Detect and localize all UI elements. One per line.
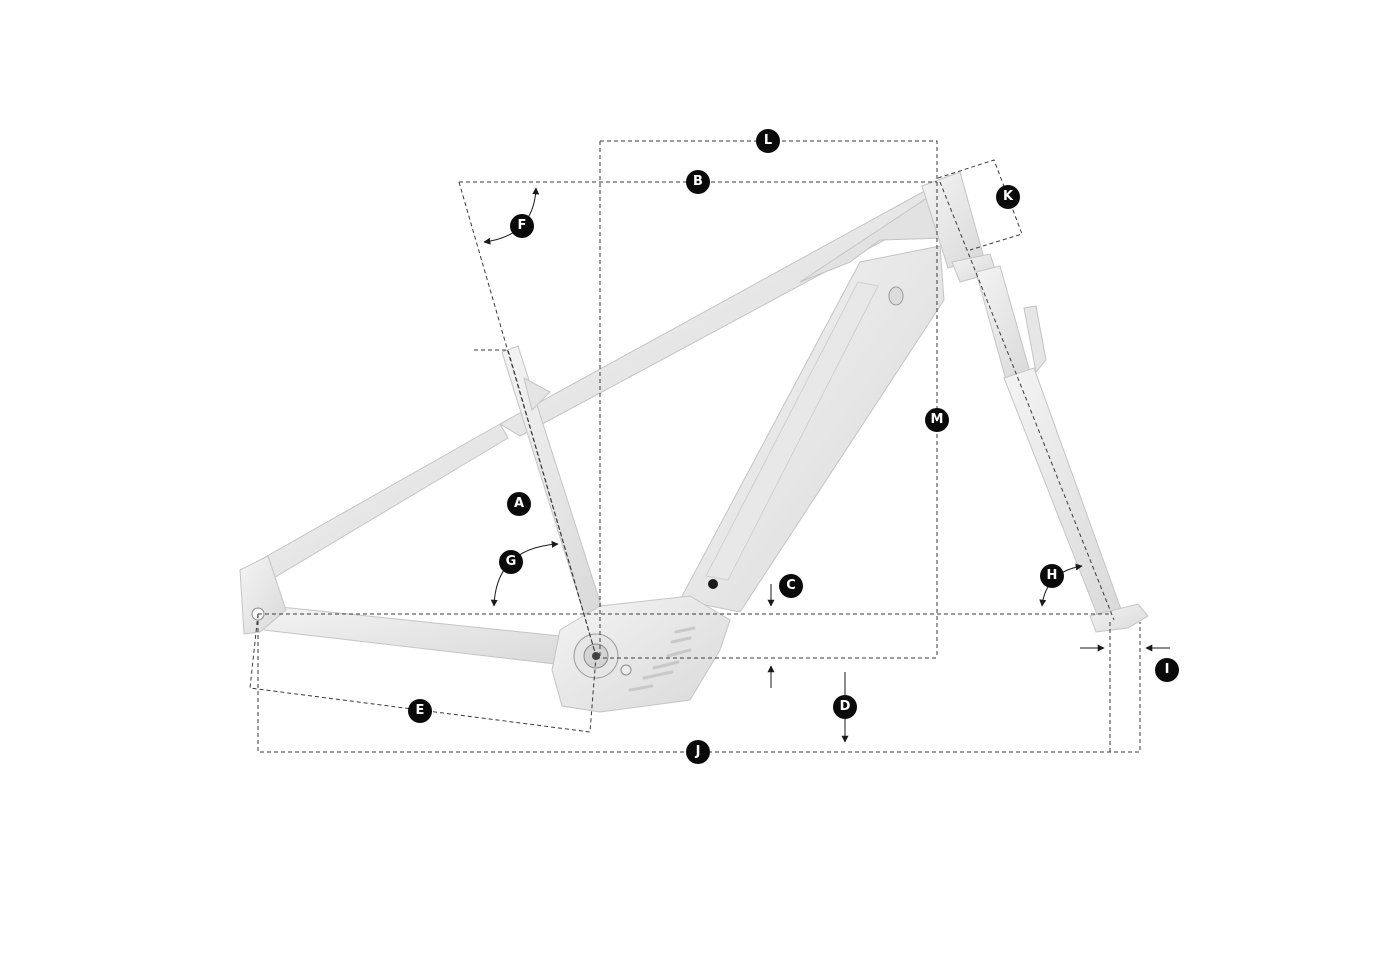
- marker-h: H: [1040, 564, 1064, 588]
- marker-b: B: [686, 170, 710, 194]
- chain-stay: [251, 603, 573, 667]
- fork-stanchion: [975, 265, 1031, 381]
- marker-f: F: [510, 214, 534, 238]
- marker-d: D: [833, 695, 857, 719]
- dimension-line-l: [600, 140, 938, 658]
- seat-tube-gusset: [523, 377, 551, 411]
- fork-dropout: [1089, 603, 1149, 633]
- fork-arch: [1023, 305, 1047, 374]
- dimension-line-h: [939, 181, 1115, 621]
- marker-e: E: [408, 699, 432, 723]
- marker-a: A: [507, 492, 531, 516]
- bike-frame: [239, 171, 1149, 713]
- marker-k: K: [996, 185, 1020, 209]
- dimension-line-a: [474, 349, 597, 657]
- motor-bolt: [620, 664, 632, 676]
- cable-port: [888, 286, 904, 306]
- marker-i: I: [1155, 658, 1179, 682]
- top-tube-gusset: [799, 195, 945, 283]
- marker-m: M: [925, 408, 949, 432]
- motor-housing: [551, 595, 731, 713]
- dimension-line-j: [257, 614, 1141, 753]
- marker-l: L: [756, 129, 780, 153]
- marker-c: C: [779, 574, 803, 598]
- battery-lock: [708, 579, 718, 589]
- seat-stay: [245, 423, 509, 586]
- motor-vents: [628, 626, 696, 692]
- battery-cover: [705, 281, 879, 581]
- marker-j: J: [686, 740, 710, 764]
- fork-lower: [1003, 367, 1123, 623]
- marker-g: G: [499, 550, 523, 574]
